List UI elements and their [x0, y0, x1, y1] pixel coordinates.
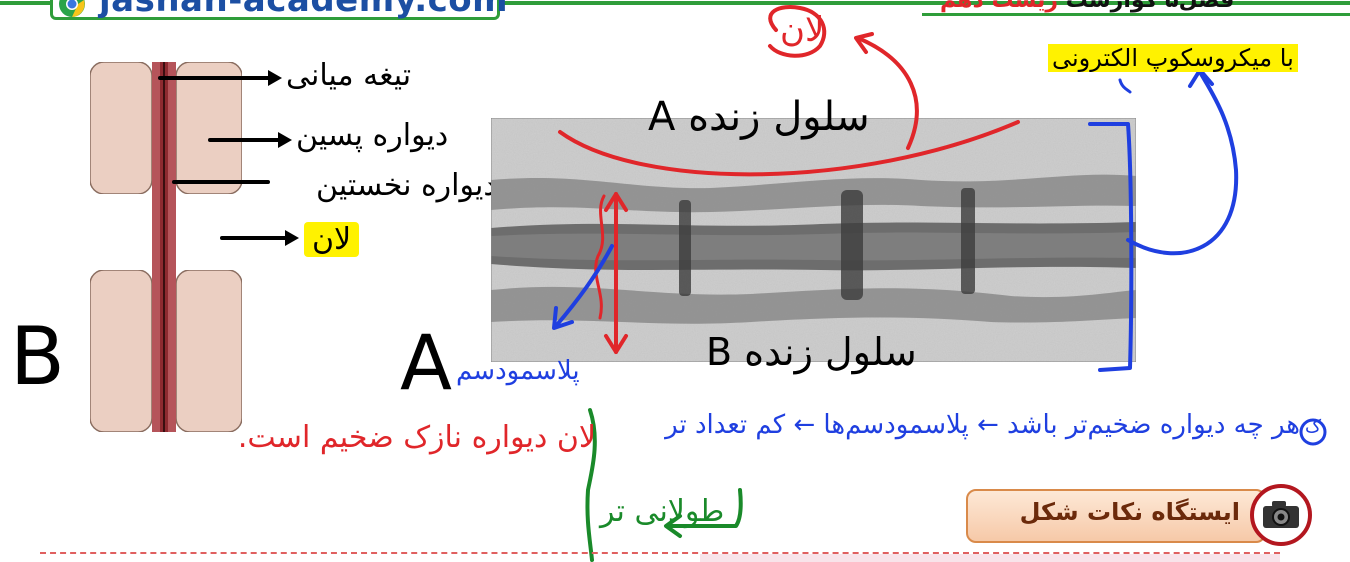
label-lan: لان: [304, 222, 360, 257]
title-subject: زیست دهم: [940, 0, 1059, 13]
letter-b: B: [10, 310, 65, 403]
station-badge: [966, 489, 1266, 543]
label-secondary-wall: دیواره پسین: [296, 118, 449, 153]
annotation-lan-top: لان: [780, 10, 825, 50]
annotation-microscope: با میکروسکوپ الکترونی: [1048, 44, 1298, 72]
annotation-cell-b: سلول زنده B: [706, 330, 917, 374]
annotation-circle-marker: ک: [1305, 416, 1322, 437]
label-primary-wall: دیواره نخستین: [316, 168, 497, 203]
letter-a: A: [400, 318, 452, 407]
diagram-arrows: [158, 70, 299, 246]
annotation-longer: طولانی تر: [600, 494, 725, 529]
electron-micrograph: [491, 118, 1136, 362]
station-badge-text: ایستگاه نکات شکل: [1019, 498, 1240, 526]
annotation-lan-note: لان دیواره نازک ضخیم است.: [237, 420, 596, 455]
label-middle-lamella: تیغه میانی: [286, 58, 412, 93]
site-url-badge[interactable]: jashan-academy.com: [50, 0, 508, 20]
title-frame: [922, 0, 1350, 16]
cell-wall-diagram: [90, 62, 242, 432]
chrome-icon: [59, 0, 85, 17]
annotation-rule: هر چه دیواره ضخیم‌تر باشد ← پلاسمودسم‌ها…: [665, 410, 1300, 440]
camera-icon: [1250, 484, 1312, 546]
annotation-microscope-text: با میکروسکوپ الکترونی: [1052, 44, 1294, 72]
page-title: فصل۵ گوارشت زیست دهم: [940, 0, 1234, 13]
annotation-plasmodesmata: پلاسمودسم: [456, 356, 580, 386]
label-lan-text: لان: [312, 222, 352, 257]
footer-strip: [700, 554, 1280, 562]
footer-divider: [40, 552, 1280, 554]
title-chapter: فصل۵ گوارشت: [1065, 0, 1235, 13]
site-url[interactable]: jashan-academy.com: [99, 0, 508, 20]
annotation-cell-a: سلول زنده A: [648, 94, 870, 140]
